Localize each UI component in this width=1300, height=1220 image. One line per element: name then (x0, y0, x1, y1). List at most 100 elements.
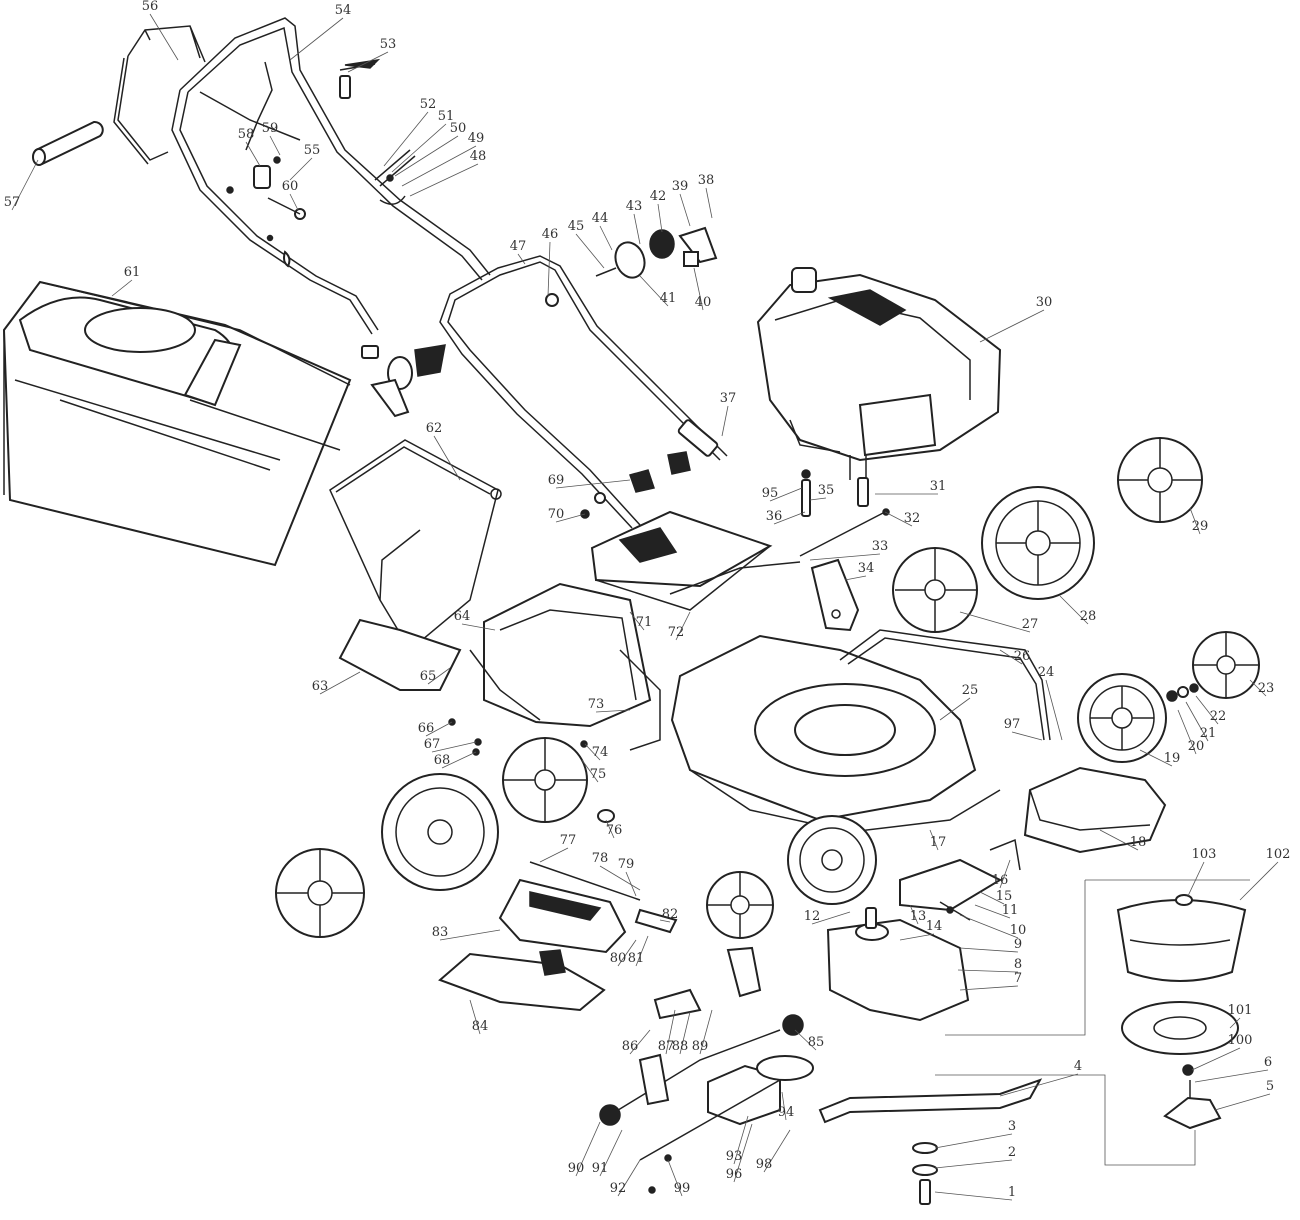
callout-38: 38 (698, 173, 715, 188)
callout-21: 21 (1200, 726, 1217, 741)
blade-bolt-stack (912, 1142, 938, 1205)
rear-frame-assembly (338, 582, 661, 756)
leader-line-97 (1011, 731, 1043, 741)
leader-line-12 (811, 911, 851, 925)
leader-line-25 (939, 697, 971, 721)
leader-line-36 (773, 511, 806, 525)
leader-line-96 (733, 1123, 753, 1183)
callout-91: 91 (592, 1161, 609, 1176)
leader-line-98 (763, 1129, 791, 1173)
callout-83: 83 (432, 925, 449, 940)
callout-11: 11 (1002, 903, 1019, 918)
leader-line-33 (809, 553, 881, 561)
leader-line-13 (909, 904, 919, 925)
callout-6: 6 (1264, 1055, 1272, 1070)
mounting-bracket (810, 558, 860, 632)
callout-62: 62 (426, 421, 443, 436)
callout-44: 44 (592, 211, 609, 226)
callout-9: 9 (1014, 937, 1022, 952)
leader-line-76 (605, 819, 615, 839)
callout-69: 69 (548, 473, 565, 488)
front-left-wheel (787, 815, 877, 905)
callout-3: 3 (1008, 1119, 1016, 1134)
leader-line-88 (679, 1011, 691, 1055)
callout-92: 92 (610, 1181, 627, 1196)
leader-line-85 (794, 1029, 817, 1051)
handle-mount-bar (839, 629, 1051, 741)
cutting-blade (818, 1078, 1043, 1124)
leader-line-92 (617, 1159, 641, 1197)
discharge-bracket-82 (634, 908, 678, 934)
callout-94: 94 (778, 1105, 795, 1120)
belt-cover-102 (1116, 894, 1247, 982)
callout-19: 19 (1164, 751, 1181, 766)
front-left-hubcap (706, 871, 774, 939)
leader-line-3 (934, 1133, 1013, 1149)
lower-handle (439, 255, 728, 529)
rear-top-plate (590, 510, 801, 611)
callout-12: 12 (804, 909, 821, 924)
callout-48: 48 (470, 149, 487, 164)
leader-line-45 (575, 233, 605, 269)
callout-33: 33 (872, 539, 889, 554)
callout-66: 66 (418, 721, 435, 736)
leader-line-29 (1189, 507, 1201, 535)
callout-93: 93 (726, 1149, 743, 1164)
grass-catcher-box (2, 280, 352, 567)
leader-line-18 (1099, 829, 1139, 851)
callout-58: 58 (238, 127, 255, 142)
grass-catcher-frame (329, 439, 502, 652)
callout-96: 96 (726, 1167, 743, 1182)
leader-line-42 (657, 203, 663, 233)
leader-line-77 (539, 847, 569, 863)
leader-line-71 (629, 611, 645, 631)
leader-line-6 (1194, 1069, 1269, 1083)
callout-37: 37 (720, 391, 737, 406)
leader-line-84 (469, 999, 481, 1035)
callout-34: 34 (858, 561, 875, 576)
mower-deck (670, 634, 1001, 833)
callout-51: 51 (438, 109, 455, 124)
leader-line-20 (1177, 709, 1197, 755)
leader-line-50 (394, 135, 459, 177)
leader-line-70 (555, 513, 586, 523)
leader-line-102 (1239, 861, 1279, 901)
leader-line-64 (461, 623, 496, 631)
callout-50: 50 (450, 121, 467, 136)
callout-67: 67 (424, 737, 441, 752)
catcher-top-handle (113, 25, 206, 165)
callout-2: 2 (1008, 1145, 1016, 1160)
callout-78: 78 (592, 851, 609, 866)
leader-line-53 (347, 51, 389, 73)
callout-53: 53 (380, 37, 397, 52)
leader-line-78 (599, 865, 641, 891)
leader-line-93 (733, 1115, 749, 1165)
leader-line-11 (974, 904, 1011, 919)
callout-15: 15 (996, 889, 1013, 904)
callout-88: 88 (672, 1039, 689, 1054)
leader-line-7 (959, 985, 1019, 991)
callout-97: 97 (1004, 717, 1021, 732)
leader-line-87 (665, 1009, 676, 1055)
blade-adapter-parts (1163, 1064, 1222, 1130)
leader-line-100 (1191, 1047, 1241, 1071)
callout-98: 98 (756, 1157, 773, 1172)
leader-line-68 (441, 751, 477, 769)
leader-line-61 (111, 279, 133, 297)
leader-line-27 (959, 611, 1031, 633)
leader-line-46 (547, 241, 551, 297)
callout-49: 49 (468, 131, 485, 146)
upper-handle (171, 17, 491, 335)
leader-line-66 (425, 721, 453, 737)
callout-87: 87 (658, 1039, 675, 1054)
leader-line-47 (517, 253, 526, 265)
callout-43: 43 (626, 199, 643, 214)
leader-line-72 (675, 611, 691, 641)
leader-line-51 (391, 123, 447, 173)
callout-29: 29 (1192, 519, 1209, 534)
callout-42: 42 (650, 189, 667, 204)
callout-22: 22 (1210, 709, 1227, 724)
leader-line-44 (599, 225, 613, 251)
callout-18: 18 (1130, 835, 1147, 850)
callout-35: 35 (818, 483, 835, 498)
